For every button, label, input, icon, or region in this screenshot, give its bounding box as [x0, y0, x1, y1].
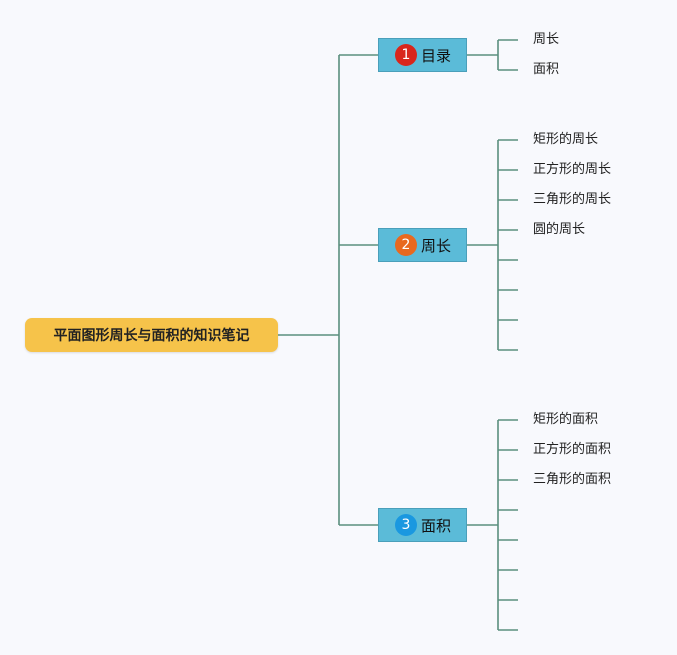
leaf-topic[interactable]: 正方形的面积: [533, 442, 612, 457]
branch-topic-label: 周长: [421, 236, 452, 255]
leaf-topic[interactable]: 面积: [533, 62, 560, 77]
root-topic-label: 平面图形周长与面积的知识笔记: [53, 328, 250, 344]
branch-topic-label: 目录: [421, 46, 452, 65]
leaf-topic[interactable]: 正方形的周长: [533, 162, 612, 177]
leaf-topic[interactable]: 圆的周长: [533, 222, 586, 237]
number-3-badge-icon: 3: [395, 514, 417, 536]
leaf-topic[interactable]: 矩形的面积: [533, 412, 599, 427]
number-2-badge-icon: 2: [395, 234, 417, 256]
leaf-topic[interactable]: 周长: [533, 32, 560, 47]
branch-topic-area[interactable]: 3 面积: [378, 508, 467, 542]
branch-topic-toc[interactable]: 1 目录: [378, 38, 467, 72]
leaf-topic[interactable]: 三角形的面积: [533, 472, 612, 487]
leaf-topic[interactable]: 矩形的周长: [533, 132, 599, 147]
number-1-badge-icon: 1: [395, 44, 417, 66]
root-topic[interactable]: 平面图形周长与面积的知识笔记: [25, 318, 278, 352]
leaf-topic[interactable]: 三角形的周长: [533, 192, 612, 207]
branch-topic-perimeter[interactable]: 2 周长: [378, 228, 467, 262]
branch-topic-label: 面积: [421, 516, 452, 535]
